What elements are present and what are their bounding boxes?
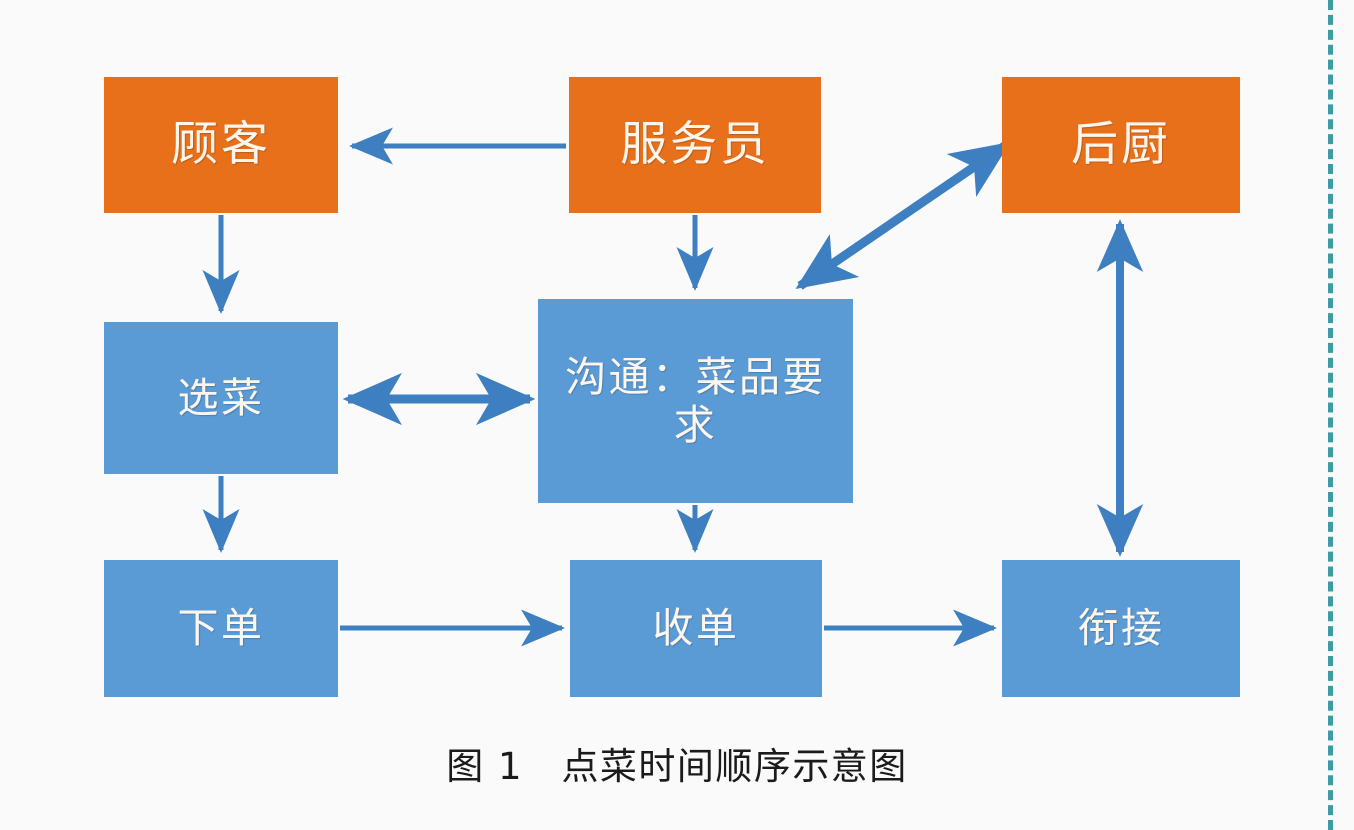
node-place-order[interactable]: 下单 [104,560,338,697]
node-receive-order[interactable]: 收单 [570,560,822,697]
node-kitchen[interactable]: 后厨 [1002,77,1240,213]
node-communication[interactable]: 沟通：菜品要求 [538,299,853,503]
node-customer-label: 顾客 [171,117,271,173]
node-receive-order-label: 收单 [652,604,740,653]
figure-caption: 图 1 点菜时间顺序示意图 [446,745,908,788]
dashed-divider-line [1328,0,1333,830]
node-place-order-label: 下单 [177,604,265,653]
node-customer[interactable]: 顾客 [104,77,338,213]
node-communication-label: 沟通：菜品要求 [565,352,826,449]
edge-comm-kitchen [795,141,1011,290]
node-handover-label: 衔接 [1077,604,1165,653]
node-waiter[interactable]: 服务员 [569,77,821,213]
node-choose-dish-label: 选菜 [177,373,265,422]
node-waiter-label: 服务员 [620,117,770,173]
node-choose-dish[interactable]: 选菜 [104,322,338,474]
node-kitchen-label: 后厨 [1071,117,1171,173]
node-handover[interactable]: 衔接 [1002,560,1240,697]
